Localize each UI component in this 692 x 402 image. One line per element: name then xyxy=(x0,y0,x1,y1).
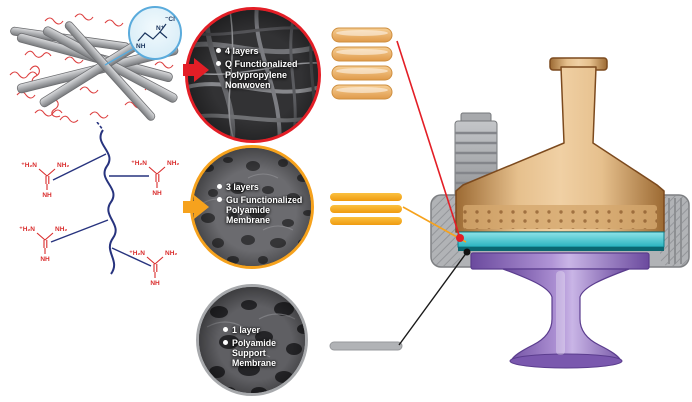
membrane-stack xyxy=(457,231,665,251)
inlet-housing xyxy=(455,57,665,233)
bullet-icon xyxy=(223,340,228,346)
outlet-housing xyxy=(470,252,650,369)
layer-label-support: 1 layer Polyamide Support Membrane xyxy=(223,325,305,371)
bullet-icon xyxy=(217,197,222,203)
callout-nplus-label: N⁺ xyxy=(156,25,165,32)
layer-label-nonwoven: 4 layers Q Functionalized Polypropylene … xyxy=(216,46,308,93)
guanidinium-group: ⁺H₂N NH₂ NH xyxy=(21,162,69,199)
nh-label: NH xyxy=(150,280,160,287)
membrane-bar xyxy=(330,217,402,225)
bullet-icon xyxy=(217,184,222,189)
layer-count-text: 3 layers xyxy=(226,182,259,192)
nh2-label: NH₂ xyxy=(57,162,69,169)
bullet-icon xyxy=(216,61,221,67)
nonwoven-disc xyxy=(331,65,393,81)
filter-device-cross-section xyxy=(430,57,690,369)
nh-label: NH xyxy=(152,190,162,197)
callout-nh-label: NH xyxy=(136,43,146,50)
nh2-label: NH₂ xyxy=(167,160,179,167)
guanidinium-group: ⁺H₂N NH₂ NH xyxy=(131,160,179,197)
sem-image-support-membrane: 1 layer Polyamide Support Membrane xyxy=(196,284,308,396)
h2n-plus-label: ⁺H₂N xyxy=(129,250,145,257)
nh-label: NH xyxy=(40,256,50,263)
polypropylene-rods xyxy=(10,21,179,121)
gu-membrane-bar-stack xyxy=(330,193,402,225)
nonwoven-disc xyxy=(331,84,393,100)
sem-image-gu-membrane: 3 layers Gu Functionalized Polyamide Mem… xyxy=(190,145,314,269)
polymer-schematic: ⁺H₂N NH₂ NH ⁺H₂N NH₂ NH ⁺H₂N NH₂ NH ⁺H₂N… xyxy=(19,122,179,287)
support-membrane-bar xyxy=(329,341,403,351)
bullet-icon xyxy=(223,327,228,332)
sem-texture-fibers xyxy=(188,10,318,140)
sem-image-nonwoven: 4 layers Q Functionalized Polypropylene … xyxy=(185,7,321,143)
polymer-backbone xyxy=(50,122,152,275)
nonwoven-disc xyxy=(331,46,393,62)
sem-texture-open-pores xyxy=(199,287,305,393)
fiber-schematic: NH N⁺ ⁻Cl xyxy=(9,6,182,123)
layer-name-text: Gu Functionalized Polyamide Membrane xyxy=(226,195,303,226)
sem-texture-pores xyxy=(193,148,311,266)
h2n-plus-label: ⁺H₂N xyxy=(131,160,147,167)
q-group-callout: NH N⁺ ⁻Cl xyxy=(128,6,182,60)
support-bar xyxy=(329,341,403,351)
layer-count-text: 1 layer xyxy=(232,325,260,335)
layer-name-text: Polyamide Support Membrane xyxy=(232,338,277,369)
nh2-label: NH₂ xyxy=(165,250,177,257)
nonwoven-disc-stack xyxy=(331,27,393,100)
guanidinium-group: ⁺H₂N NH₂ NH xyxy=(19,226,67,263)
h2n-plus-label: ⁺H₂N xyxy=(19,226,35,233)
membrane-bar xyxy=(330,193,402,201)
nh2-label: NH₂ xyxy=(55,226,67,233)
callout-leader-line xyxy=(104,48,134,66)
nonwoven-disc xyxy=(331,27,393,43)
bullet-icon xyxy=(216,48,221,53)
layer-count-text: 4 layers xyxy=(225,46,259,56)
layer-name-text: Q Functionalized Polypropylene Nonwoven xyxy=(225,59,298,91)
h2n-plus-label: ⁺H₂N xyxy=(21,162,37,169)
guanidinium-group: ⁺H₂N NH₂ NH xyxy=(129,250,177,287)
support-plate-holes xyxy=(463,205,657,229)
callout-cl-label: ⁻Cl xyxy=(165,16,175,23)
membrane-bar xyxy=(330,205,402,213)
nh-label: NH xyxy=(42,192,52,199)
layer-label-gu-membrane: 3 layers Gu Functionalized Polyamide Mem… xyxy=(217,182,309,228)
